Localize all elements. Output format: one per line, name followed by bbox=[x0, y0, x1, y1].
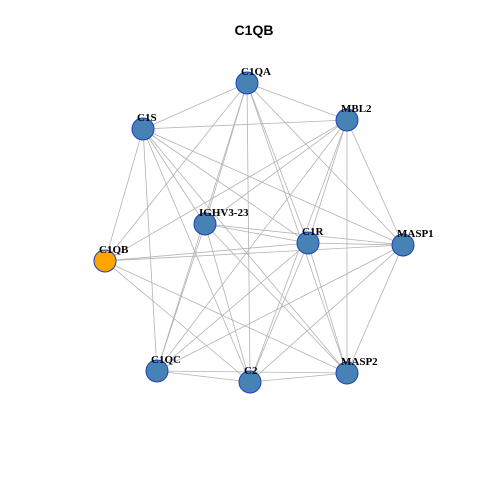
node-label-masp2: MASP2 bbox=[341, 356, 378, 368]
node-c1qb[interactable] bbox=[93, 249, 117, 273]
node-c1s[interactable] bbox=[131, 117, 155, 141]
edge-mbl2-masp1 bbox=[346, 119, 404, 246]
edge-c1qb-masp2 bbox=[104, 260, 348, 374]
node-label-c1s: C1S bbox=[137, 112, 157, 124]
edge-c1s-masp2 bbox=[142, 128, 348, 374]
edge-mbl2-c1qb bbox=[104, 119, 348, 262]
edge-c1r-c1qb bbox=[104, 242, 309, 262]
node-c2[interactable] bbox=[238, 370, 262, 394]
edge-c1s-c1qc bbox=[142, 128, 158, 372]
edge-masp1-c1qb bbox=[104, 244, 404, 262]
edge-masp1-c1qc bbox=[156, 244, 404, 372]
node-c1qa[interactable] bbox=[235, 71, 259, 95]
node-masp1[interactable] bbox=[391, 233, 415, 257]
edge-mbl2-ighv3-23 bbox=[204, 119, 348, 225]
edge-c1qc-c2 bbox=[156, 370, 251, 383]
edge-c1s-c1qb bbox=[104, 128, 144, 262]
edge-masp1-c2 bbox=[249, 244, 404, 383]
node-c1qc[interactable] bbox=[145, 359, 169, 383]
node-label-c1r: C1R bbox=[302, 226, 324, 238]
edge-c1qa-mbl2 bbox=[246, 82, 348, 121]
edge-c1s-c2 bbox=[142, 128, 251, 383]
edge-mbl2-c1s bbox=[142, 119, 348, 130]
node-label-mbl2: MBL2 bbox=[341, 103, 372, 115]
plot-title: C1QB bbox=[235, 22, 274, 38]
edge-c1r-masp2 bbox=[307, 242, 348, 374]
node-c1r[interactable] bbox=[296, 231, 320, 255]
edge-mbl2-c1qc bbox=[156, 119, 348, 372]
node-label-masp1: MASP1 bbox=[397, 228, 434, 240]
edge-c1r-c2 bbox=[249, 242, 309, 383]
node-mbl2[interactable] bbox=[335, 108, 359, 132]
edge-c1r-masp1 bbox=[307, 242, 404, 246]
edge-ighv3-23-c1qc bbox=[156, 223, 206, 372]
edge-c1s-c1r bbox=[142, 128, 309, 244]
edge-ighv3-23-c1r bbox=[204, 223, 309, 244]
edge-c1r-c1qc bbox=[156, 242, 309, 372]
edge-mbl2-c1r bbox=[307, 119, 348, 244]
edge-c1s-ighv3-23 bbox=[142, 128, 206, 225]
edge-c2-masp2 bbox=[249, 372, 348, 383]
edge-c1s-masp1 bbox=[142, 128, 404, 246]
node-ighv3-23[interactable] bbox=[193, 212, 217, 236]
edge-masp1-masp2 bbox=[346, 244, 404, 374]
node-label-c1qc: C1QC bbox=[151, 354, 181, 366]
edge-ighv3-23-masp2 bbox=[204, 223, 348, 374]
edge-ighv3-23-c2 bbox=[204, 223, 251, 383]
edge-c1qa-c1r bbox=[246, 82, 309, 244]
node-label-ighv3-23: IGHV3-23 bbox=[199, 207, 249, 219]
edge-c1qa-c1qb bbox=[104, 82, 248, 262]
node-label-c1qb: C1QB bbox=[99, 244, 129, 256]
edge-c1qb-c2 bbox=[104, 260, 251, 383]
node-label-c1qa: C1QA bbox=[241, 66, 271, 78]
edge-c1qa-c2 bbox=[246, 82, 251, 383]
edge-c1qa-masp2 bbox=[246, 82, 348, 374]
node-layer bbox=[93, 71, 415, 394]
node-masp2[interactable] bbox=[335, 361, 359, 385]
edge-c1qa-c1s bbox=[142, 82, 248, 130]
edge-layer bbox=[104, 82, 404, 383]
node-label-c2: C2 bbox=[244, 365, 258, 377]
edge-c1qa-masp1 bbox=[246, 82, 404, 246]
